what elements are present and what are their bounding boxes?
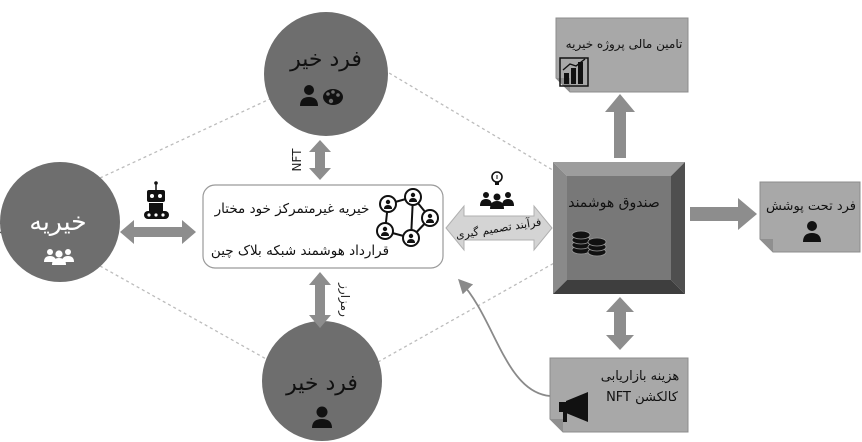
- project-funding-label: تامین مالی پروژه خیریه: [566, 37, 683, 52]
- arrow-smart-fund-to-project-funding: [605, 94, 635, 158]
- smart-fund-face: [567, 176, 671, 280]
- smart-fund-label: صندوق هوشمند: [568, 195, 660, 211]
- donor-top-circle: [264, 12, 388, 136]
- arrow-smart-fund-to-beneficiary: [690, 198, 757, 230]
- dotted-line-charity-to-top-donor: [99, 97, 273, 179]
- charity-node: خیریه: [0, 162, 120, 282]
- arrow-charity-dao: [120, 220, 196, 244]
- network-people-icon: [376, 188, 439, 247]
- smart-fund-node: صندوق هوشمند: [553, 162, 685, 294]
- arrow-dao-smart-fund: [445, 204, 553, 252]
- arrow-dao-bottom-donor: [309, 272, 331, 328]
- dotted-line-charity-to-bottom-donor: [99, 265, 269, 361]
- decision-process-link: فرآیند تصمیم گیری: [445, 171, 553, 252]
- dao-title: خیریه غیرمتمرکز خود مختار: [214, 201, 370, 217]
- bar-chart-icon: [559, 57, 589, 87]
- charity-label: خیریه: [29, 207, 86, 236]
- dotted-line-bottom-donor-to-smart-fund: [377, 261, 557, 363]
- curved-arrow-marketing-to-dao: [458, 278, 551, 397]
- smart-fund-bevel-right: [671, 162, 685, 294]
- megaphone-icon: [559, 392, 588, 422]
- donor-bottom-node: فرد خیر: [262, 321, 382, 441]
- beneficiary-node: فرد تحت پوشش: [759, 181, 861, 253]
- beneficiary-box: [759, 181, 861, 253]
- smart-fund-bevel-bottom: [553, 280, 685, 294]
- dao-subtitle: قرارداد هوشمند شبکه بلاک چین: [211, 243, 389, 259]
- project-funding-node: تامین مالی پروژه خیریه: [555, 17, 689, 93]
- arrow-smart-fund-marketing: [606, 297, 634, 350]
- charity-circle: [0, 162, 120, 282]
- marketing-fold: [550, 419, 563, 432]
- donor-top-label: فرد خیر: [289, 47, 362, 72]
- dotted-connections: [99, 69, 557, 363]
- palette-icon: [323, 89, 343, 105]
- marketing-node: هزینه بازاریابی کالکشن NFT: [549, 357, 689, 433]
- robot-icon: [144, 181, 169, 219]
- beneficiary-label: فرد تحت پوشش: [766, 199, 856, 214]
- marketing-label-line2: کالکشن NFT: [606, 390, 679, 405]
- smart-fund-bevel-left: [553, 162, 567, 294]
- group-lightbulb-icon: [480, 171, 514, 209]
- person-icon: [312, 406, 332, 428]
- donor-bottom-label: فرد خیر: [285, 371, 358, 396]
- beneficiary-fold: [760, 239, 773, 252]
- people-group-icon: [44, 249, 74, 265]
- person-icon: [803, 221, 821, 242]
- nft-link-label: NFT: [290, 148, 304, 172]
- person-icon: [300, 85, 318, 106]
- arrow-top-donor-dao: [309, 140, 331, 180]
- donor-bottom-circle: [262, 321, 382, 441]
- donor-top-node: فرد خیر: [264, 12, 388, 136]
- marketing-label-line1: هزینه بازاریابی: [601, 369, 680, 384]
- dotted-line-top-donor-to-smart-fund: [383, 69, 557, 173]
- smart-fund-bevel-top: [553, 162, 685, 176]
- dao-box: خیریه غیرمتمرکز خود مختار قرارداد هوشمند…: [202, 184, 444, 269]
- project-funding-box: [555, 17, 689, 93]
- crypto-link-label: رمزارز: [337, 282, 352, 317]
- coins-icon: [571, 230, 607, 257]
